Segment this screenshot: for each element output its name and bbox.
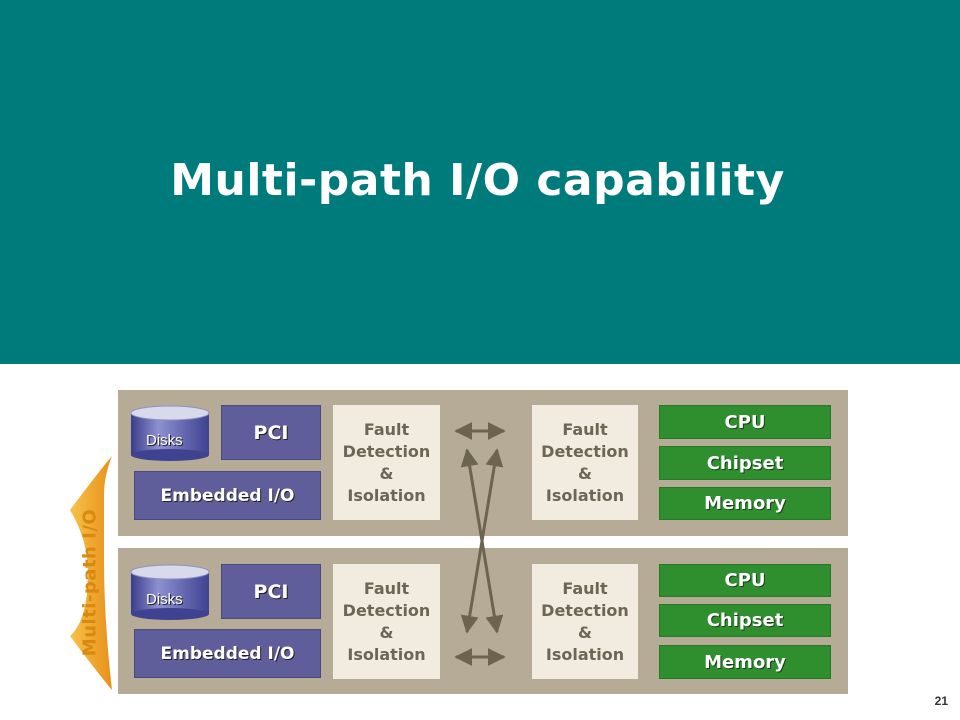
fault-detection-box: Fault Detection & Isolation bbox=[532, 564, 638, 679]
fault-detection-box: Fault Detection & Isolation bbox=[333, 564, 440, 679]
fault-text: & bbox=[379, 622, 394, 642]
chipset-box: Chipset bbox=[659, 446, 831, 480]
fault-text: & bbox=[578, 622, 592, 642]
fault-detection-box: Fault Detection & Isolation bbox=[333, 405, 440, 520]
pci-box: PCI bbox=[221, 405, 321, 460]
cpu-box: CPU bbox=[659, 405, 831, 439]
disk-cylinder-icon bbox=[130, 405, 210, 461]
embedded-io-box: Embedded I/O bbox=[134, 471, 321, 520]
multipath-arrow-icon bbox=[70, 456, 112, 690]
fault-text: Isolation bbox=[347, 644, 426, 664]
fault-text: Isolation bbox=[347, 485, 426, 505]
fault-text: & bbox=[578, 463, 592, 483]
fault-detection-box: Fault Detection & Isolation bbox=[532, 405, 638, 520]
fault-text: Fault bbox=[363, 419, 410, 439]
chipset-box: Chipset bbox=[659, 604, 831, 637]
fault-text: Detection bbox=[541, 441, 629, 461]
page-number: 21 bbox=[934, 694, 948, 708]
fault-text: Isolation bbox=[545, 485, 625, 505]
disks-label: Disks bbox=[146, 591, 183, 608]
fault-text: Fault bbox=[562, 578, 608, 598]
memory-box: Memory bbox=[659, 645, 831, 679]
fault-text: Detection bbox=[342, 441, 431, 461]
cpu-box: CPU bbox=[659, 564, 831, 597]
fault-text: Fault bbox=[363, 578, 410, 598]
fault-text: Fault bbox=[562, 419, 608, 439]
disk-cylinder-icon bbox=[130, 564, 210, 620]
memory-box: Memory bbox=[659, 487, 831, 520]
disks-label: Disks bbox=[146, 432, 183, 449]
fault-text: & bbox=[379, 463, 394, 483]
fault-text: Detection bbox=[342, 600, 431, 620]
embedded-io-box: Embedded I/O bbox=[134, 629, 321, 678]
cross-arrow-2 bbox=[460, 448, 504, 634]
side-label: Multi-path I/O bbox=[79, 508, 101, 657]
slide-title: Multi-path I/O capability bbox=[170, 155, 785, 206]
title-banner: Multi-path I/O capability bbox=[0, 0, 960, 364]
fault-text: Isolation bbox=[545, 644, 625, 664]
fault-text: Detection bbox=[541, 600, 629, 620]
pci-box: PCI bbox=[221, 564, 321, 619]
